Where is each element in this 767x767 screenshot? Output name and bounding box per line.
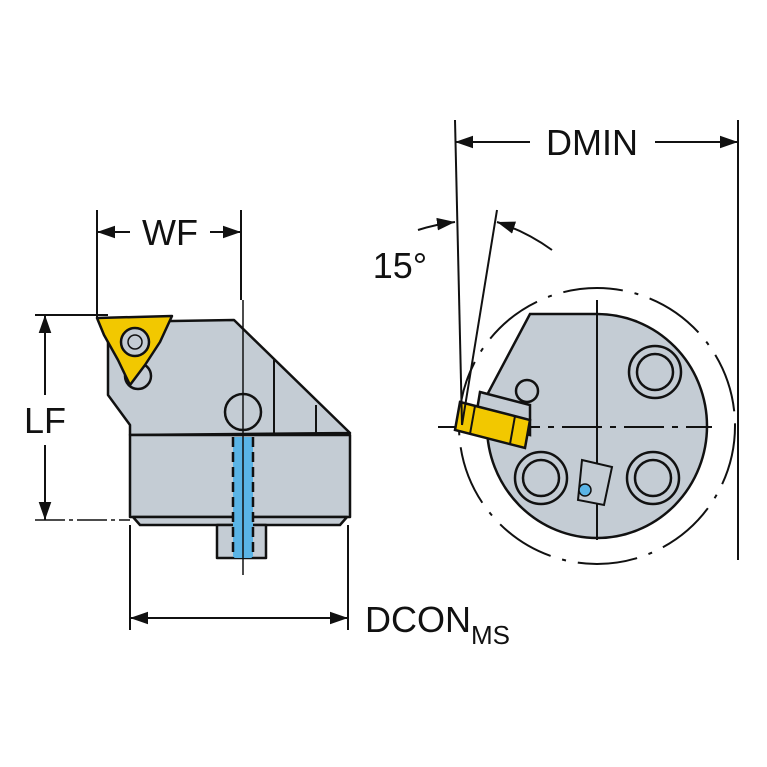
front-view — [438, 287, 736, 565]
bolt-hole — [513, 450, 569, 506]
insert-screw-icon — [119, 326, 151, 358]
dcon-text: DCON — [365, 599, 471, 640]
angle-label: 15° — [373, 245, 427, 286]
bolt-hole — [627, 344, 683, 400]
lf-label: LF — [24, 400, 66, 441]
coolant-outlet — [578, 483, 592, 497]
dcon-subscript: MS — [471, 620, 510, 650]
clamp-screw-icon — [514, 378, 540, 404]
bolt-hole — [625, 450, 681, 506]
side-view — [35, 300, 352, 575]
dimensions-side — [35, 210, 349, 630]
dmin-label: DMIN — [546, 122, 638, 163]
dimensions-front — [417, 119, 739, 560]
rotation-arcs — [458, 287, 736, 565]
dcon-label: DCONMS — [365, 599, 510, 650]
torx-icon — [127, 334, 143, 350]
wf-label: WF — [142, 212, 198, 253]
